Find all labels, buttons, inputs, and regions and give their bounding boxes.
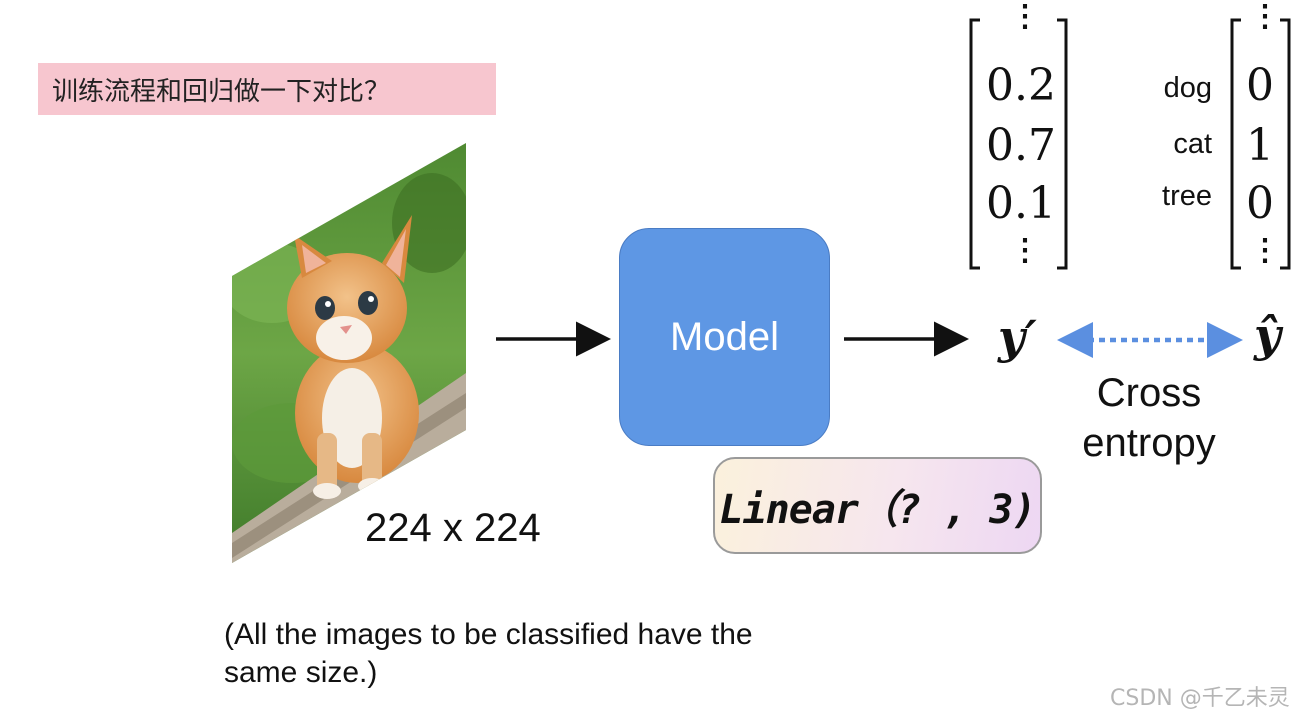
- vdots-top: ⋮: [1010, 0, 1040, 34]
- left-bracket: [1230, 18, 1241, 270]
- model-label: Model: [670, 314, 779, 359]
- footnote-line1: (All the images to be classified have th…: [224, 618, 753, 651]
- loss-label-line1: Cross: [1096, 371, 1202, 415]
- target-value: 0: [1246, 178, 1274, 229]
- class-label-tree: tree: [1162, 180, 1212, 212]
- prediction-symbol: y′: [998, 310, 1037, 364]
- image-size-label: 224 x 224: [365, 506, 541, 550]
- footnote: (All the images to be classified have th…: [224, 616, 824, 692]
- model-box: Model: [619, 228, 830, 446]
- question-text: 训练流程和回归做一下对比？: [52, 76, 391, 107]
- loss-label: Cross entropy: [1068, 368, 1230, 468]
- target-symbol: ŷ: [1254, 308, 1281, 362]
- target-value: 1: [1246, 120, 1274, 171]
- linear-layer-box: Linear（? , 3): [713, 457, 1042, 554]
- input-image: [232, 143, 466, 563]
- prediction-value: 0.1: [986, 178, 1056, 229]
- watermark: CSDN @千乙未灵: [1110, 686, 1290, 711]
- right-bracket: [1280, 18, 1291, 270]
- target-value: 0: [1246, 60, 1274, 111]
- linear-label: Linear（? , 3): [719, 486, 1037, 533]
- class-label-cat: cat: [1173, 128, 1212, 160]
- vdots-bottom: ⋮: [1010, 233, 1040, 268]
- vdots-top: ⋮: [1250, 0, 1280, 34]
- left-bracket: [969, 18, 980, 270]
- kitten-photo-icon: [232, 143, 466, 563]
- right-bracket: [1057, 18, 1068, 270]
- prediction-value: 0.2: [986, 60, 1056, 111]
- question-banner: 训练流程和回归做一下对比？: [38, 63, 496, 115]
- prediction-value: 0.7: [986, 120, 1056, 171]
- class-label-dog: dog: [1163, 72, 1212, 104]
- loss-label-line2: entropy: [1082, 421, 1216, 465]
- footnote-line2: same size.): [224, 656, 378, 689]
- vdots-bottom: ⋮: [1250, 233, 1280, 268]
